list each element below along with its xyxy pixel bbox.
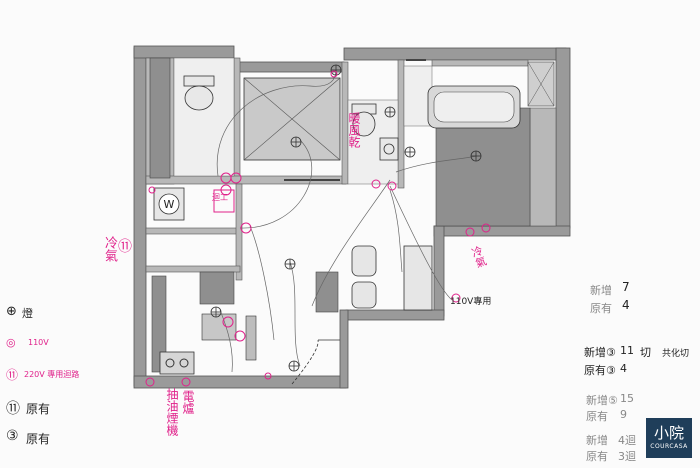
count-value: 4 [620,362,627,375]
wall-right [555,47,571,229]
ac-left-label: 冷氣 [102,236,117,262]
wall-top-mid [233,61,345,73]
count-value: 9 [620,408,627,421]
wall-bottom-right [345,309,445,321]
legend-light-symbol: ⊕ [6,304,17,319]
count-label: 新增 [590,284,612,297]
stove [159,351,195,375]
count-value: 11 [620,344,634,357]
count-note: 切 [640,346,651,359]
count-value: 7 [622,280,630,294]
heater-label: 暖風乾 [347,112,361,148]
brand-logo: 小院 COURCASA [646,418,692,458]
legend-110v-symbol: ◎ [6,336,16,349]
stove-label: 電爐 [181,390,195,414]
count-label: 新增⑤ [586,394,618,407]
count-value: 3迴 [618,450,636,463]
count-label: 原有 [586,450,608,463]
wall-right-step [433,225,571,237]
legend-220v-symbol: ⑪ [6,368,19,382]
wall-bottom [133,375,347,389]
legend-original-a-text: 原有 [26,402,51,416]
small-box-label: 迴工 [212,193,228,202]
legend-light-text: 燈 [22,307,33,320]
brand-name: 小院 [653,424,684,442]
toilet-plug-label: 110V專用 [450,297,492,307]
legend-original-b-text: 原有 [26,432,51,446]
count-value: 4 [622,298,630,312]
wall-right-lower [433,225,445,317]
count-label: 原有 [590,302,612,315]
count-value: 4迴 [618,434,636,447]
legend-original-b-symbol: ③ [6,428,19,444]
count-label: 原有 [586,410,608,423]
wall-top-left [133,45,235,59]
count-label: 原有③ [584,364,616,377]
ac-left-symbol: ⑪ [118,239,132,255]
count-label: 新增③ [584,346,616,359]
count-label: 新增 [586,434,608,447]
count-note: 共化切 [662,349,690,359]
wall-top-right [343,47,567,61]
hood-label: 抽油煙機 [165,388,179,436]
legend-original-a-symbol: ⑪ [6,401,20,417]
count-value: 15 [620,392,634,405]
wall-left [133,47,147,387]
legend-220v-text: 220V 專用迴路 [24,370,80,379]
brand-sub: COURCASA [650,443,688,450]
wall-corridor-right [339,309,349,389]
svg-text:W: W [164,198,175,211]
legend-110v-text: 110V [28,338,49,347]
